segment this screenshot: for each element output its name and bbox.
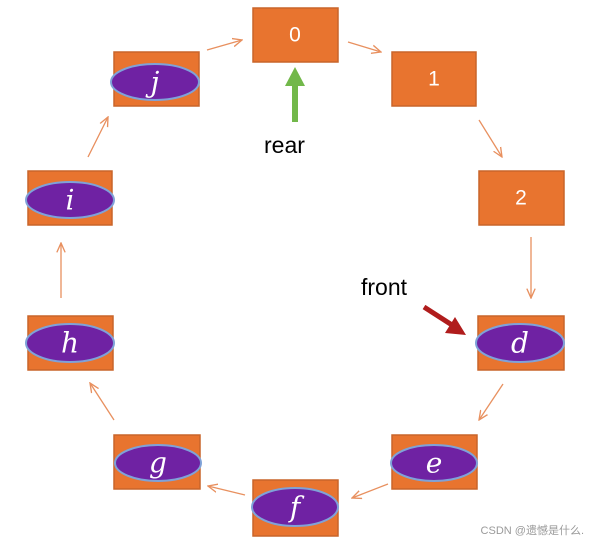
element-oval: [110, 63, 200, 101]
rear-pointer: rear: [264, 67, 305, 158]
cell-index-label: 1: [428, 68, 440, 91]
ring-arrow: [208, 486, 246, 496]
queue-cell-1: 1: [391, 51, 477, 107]
front-label: front: [361, 274, 408, 300]
queue-cell-g: g: [113, 434, 202, 490]
element-oval: [25, 181, 115, 219]
element-oval: [25, 323, 115, 363]
queue-cell-d: d: [475, 315, 565, 371]
element-oval: [114, 444, 202, 482]
ring-arrow: [347, 41, 381, 52]
element-value: h: [61, 327, 79, 360]
ring-arrow: [352, 483, 389, 498]
cell-index-label: 2: [515, 187, 527, 210]
ring-arrow: [479, 383, 504, 420]
ring-arrow: [206, 40, 242, 51]
ring-arrow: [90, 383, 115, 421]
queue-cell-2: 2: [478, 170, 565, 226]
queue-cell-e: e: [390, 434, 478, 490]
rear-label: rear: [264, 132, 305, 158]
element-oval: [251, 487, 339, 527]
csdn-watermark: CSDN @遗憾是什么.: [480, 525, 584, 537]
element-value: g: [149, 447, 167, 480]
queue-cell-f: f: [251, 479, 339, 537]
element-oval: [390, 444, 478, 482]
front-arrow-icon: [422, 304, 466, 335]
ring-arrow: [87, 117, 108, 158]
element-value: i: [66, 184, 75, 217]
rear-arrow-icon: [285, 67, 305, 122]
ring-arrow: [478, 119, 502, 157]
queue-cell-0: 0: [252, 7, 339, 63]
element-value: e: [426, 447, 443, 480]
queue-cell-j: j: [110, 51, 200, 107]
element-value: d: [511, 327, 529, 360]
cell-index-label: 0: [289, 24, 301, 47]
element-oval: [475, 323, 565, 363]
queue-cell-h: h: [25, 315, 115, 371]
queue-cell-i: i: [25, 170, 115, 226]
front-pointer: front: [361, 274, 466, 335]
ring-arrows: [61, 40, 531, 498]
